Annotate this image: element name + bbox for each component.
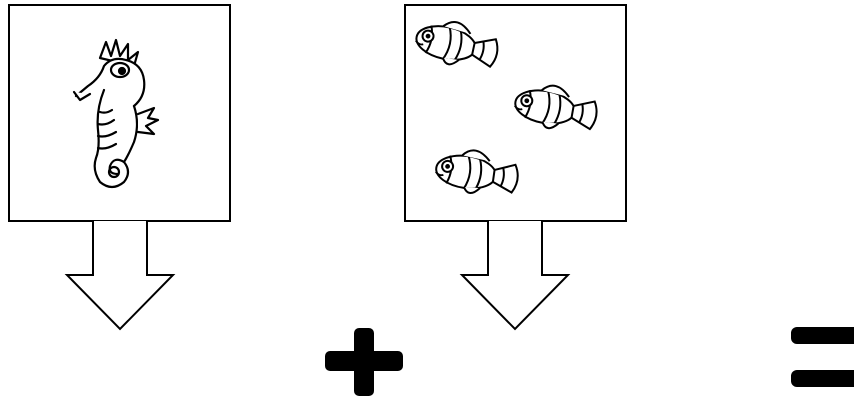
down-arrow-2	[459, 221, 571, 331]
down-arrow-1	[64, 221, 176, 331]
panel-clownfish	[404, 4, 627, 222]
panel-seahorse	[8, 4, 231, 222]
seahorse-icon	[72, 38, 160, 189]
plus-icon	[325, 328, 403, 396]
equals-icon	[791, 327, 854, 387]
panel-frame	[8, 4, 231, 222]
